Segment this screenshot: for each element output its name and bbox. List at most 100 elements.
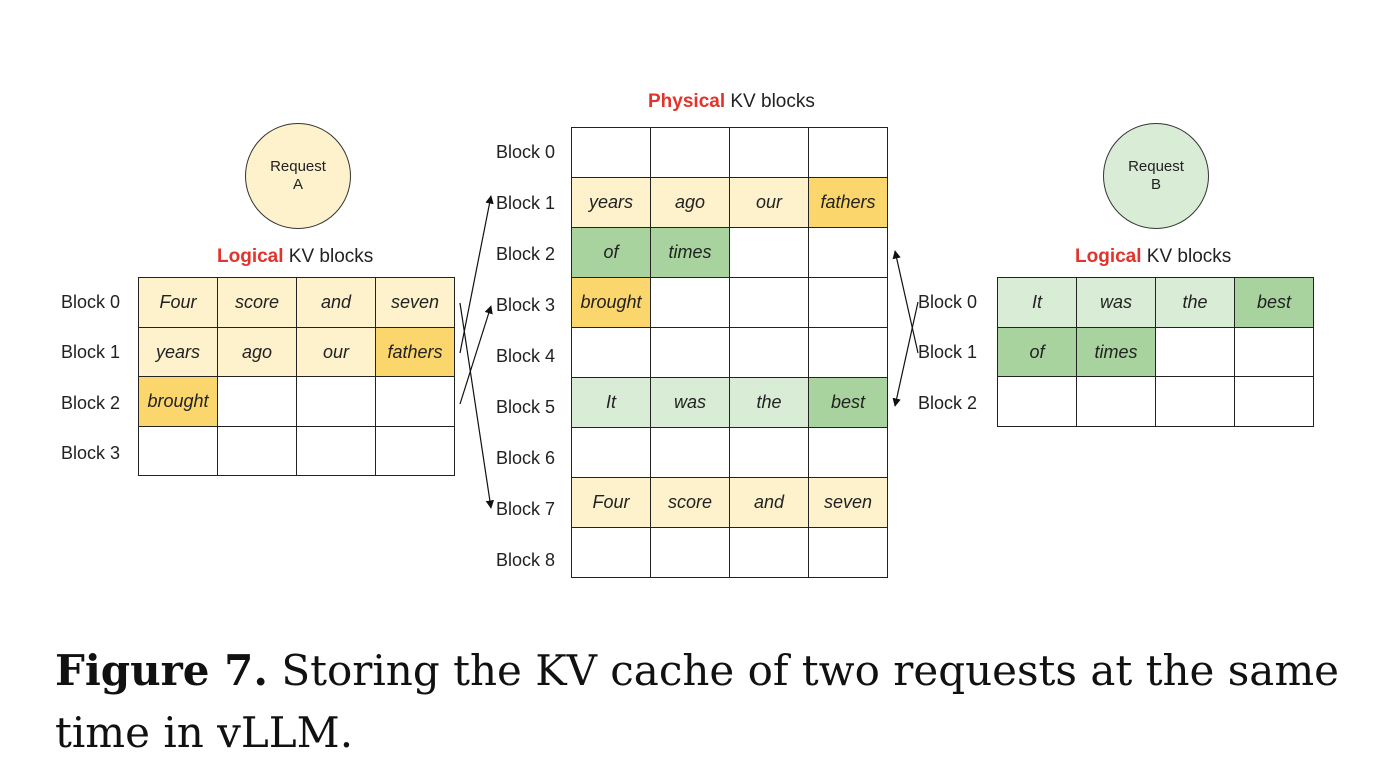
physical-cell — [571, 527, 651, 578]
request_a-row-label: Block 3 — [61, 443, 121, 463]
request_a-cell: seven — [375, 277, 455, 328]
request-b-letter: B — [1150, 176, 1161, 193]
arrow-a-block2-to-phys3 — [459, 305, 493, 405]
request-a-title-accent: Logical — [217, 246, 284, 267]
physical-cell: our — [729, 177, 809, 228]
physical-row-label: Block 6 — [496, 447, 556, 468]
arrow-b-block0-to-phys5 — [892, 301, 919, 407]
request_a-cell: brought — [138, 376, 218, 427]
physical-cell — [650, 327, 730, 378]
physical-row-label: Block 2 — [496, 243, 556, 264]
request_b-cell: of — [997, 327, 1077, 377]
request-a-logical-title: Logical KV blocks — [217, 246, 373, 268]
request_a-cell — [296, 376, 376, 427]
request-b-label: Request — [1128, 158, 1184, 175]
request_b-row-label: Block 0 — [918, 291, 978, 312]
request_a-cell — [217, 376, 297, 427]
physical-cell: ago — [650, 177, 730, 228]
physical-cell: It — [571, 377, 651, 428]
request_b-cell — [1234, 327, 1314, 377]
request_b-cell: was — [1076, 277, 1156, 328]
request_b-cell — [997, 376, 1077, 427]
physical-row-label: Block 0 — [496, 141, 556, 162]
physical-cell — [650, 527, 730, 578]
request_b-cell: best — [1234, 277, 1314, 328]
physical-cell — [729, 127, 809, 178]
request-b-title-rest: KV blocks — [1141, 246, 1232, 267]
block-mapping-arrows — [459, 195, 919, 509]
request_a-row-label: Block 1 — [61, 342, 121, 362]
request_a-cell: score — [217, 277, 297, 328]
request_a-cell — [375, 426, 455, 476]
request_a-row — [138, 426, 455, 476]
physical-cell — [650, 127, 730, 178]
physical-cell — [729, 527, 809, 578]
physical-cell — [729, 327, 809, 378]
request_a-cell — [296, 426, 376, 476]
request_a-cell: fathers — [375, 327, 455, 377]
physical-row: brought — [571, 277, 888, 328]
request_a-row-label: Block 2 — [61, 392, 121, 413]
arrow-b-block1-to-phys2 — [892, 250, 919, 354]
physical-cell — [571, 127, 651, 178]
physical-cell: best — [808, 377, 888, 428]
request_b-row-label: Block 2 — [918, 392, 978, 413]
physical-row-label: Block 4 — [496, 345, 556, 366]
physical-row — [571, 127, 888, 178]
physical-cell: Four — [571, 477, 651, 528]
request_b-row-label: Block 1 — [918, 342, 978, 362]
request_a-cell — [217, 426, 297, 476]
physical-cell: score — [650, 477, 730, 528]
physical-cell — [808, 277, 888, 328]
arrow-a-block0-to-phys7 — [459, 302, 495, 509]
physical-row-label: Block 8 — [496, 549, 556, 570]
physical-cell — [808, 527, 888, 578]
request_a-cell: ago — [217, 327, 297, 377]
physical-cell: the — [729, 377, 809, 428]
physical-cell — [808, 427, 888, 478]
request_a-cell — [138, 426, 218, 476]
request-b-logical-title: Logical KV blocks — [1075, 246, 1231, 268]
request_a-cell: our — [296, 327, 376, 377]
request-a-circle: Request A — [245, 123, 351, 229]
physical-cell — [729, 277, 809, 328]
physical-cell: years — [571, 177, 651, 228]
figure-caption: Figure 7. Storing the KV cache of two re… — [55, 640, 1345, 764]
physical-cell — [808, 327, 888, 378]
request_a-row-label: Block 0 — [61, 291, 121, 312]
request_a-cell: years — [138, 327, 218, 377]
physical-title-accent: Physical — [648, 91, 726, 112]
physical-cell: of — [571, 227, 651, 278]
figure-label: Figure 7. — [55, 646, 268, 695]
request_b-cell — [1234, 376, 1314, 427]
physical-row-label: Block 3 — [496, 294, 556, 315]
physical-row — [571, 527, 888, 578]
physical-kv-title: Physical KV blocks — [648, 91, 815, 113]
physical-cell: was — [650, 377, 730, 428]
physical-cell: and — [729, 477, 809, 528]
request_b-cell: the — [1155, 277, 1235, 328]
figure-caption-text: Storing the KV cache of two requests at … — [55, 646, 1339, 757]
request_a-cell: Four — [138, 277, 218, 328]
request_b-cell: times — [1076, 327, 1156, 377]
request_a-row: brought — [138, 376, 455, 427]
physical-cell: brought — [571, 277, 651, 328]
physical-row-label: Block 5 — [496, 396, 556, 417]
request-b-title-accent: Logical — [1075, 246, 1142, 267]
request-b-circle: Request B — [1103, 123, 1209, 229]
physical-cell: fathers — [808, 177, 888, 228]
physical-cell: times — [650, 227, 730, 278]
physical-row-label: Block 1 — [496, 192, 556, 213]
physical-row-label: Block 7 — [496, 498, 556, 519]
physical-row — [571, 327, 888, 378]
request_b-row — [997, 376, 1314, 427]
arrow-a-block1-to-phys1 — [459, 195, 494, 354]
